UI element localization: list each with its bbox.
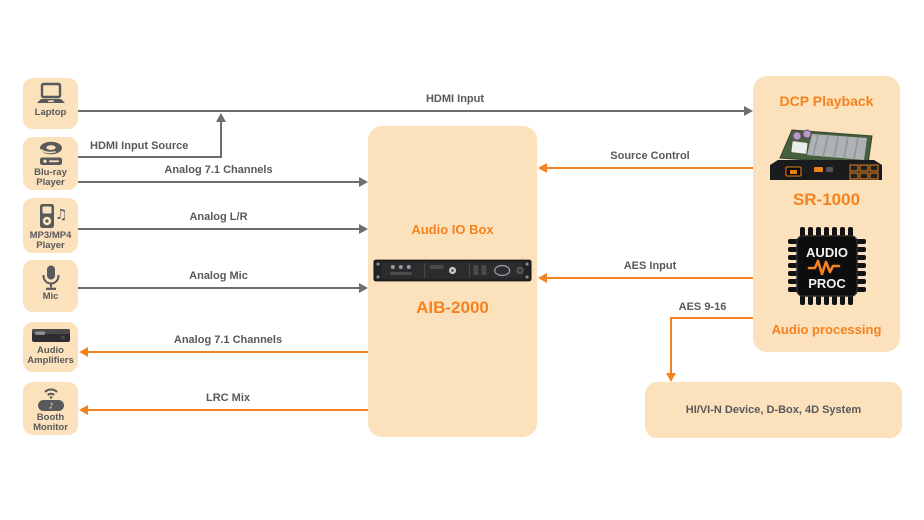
arrow-right-icon bbox=[359, 283, 368, 293]
aes-9-16-label: AES 9-16 bbox=[678, 301, 727, 313]
aes-9-16-line bbox=[670, 317, 753, 319]
arrow-right-icon bbox=[744, 106, 753, 116]
hi-vi-n-device-label: HI/VI-N Device, D-Box, 4D System bbox=[685, 404, 862, 416]
device-label: Booth Monitor bbox=[33, 412, 68, 433]
svg-text:♪: ♪ bbox=[48, 402, 53, 411]
audio-processor-chip-icon: AUDIO PROC bbox=[788, 227, 866, 305]
sr-1000-model: SR-1000 bbox=[792, 190, 861, 209]
analog-mic-label: Analog Mic bbox=[189, 270, 248, 282]
source-control-label: Source Control bbox=[610, 150, 690, 162]
analog-lr-line bbox=[78, 228, 359, 230]
device-laptop: Laptop bbox=[23, 78, 78, 129]
hi-vi-n-device-box: HI/VI-N Device, D-Box, 4D System bbox=[645, 382, 902, 438]
sr-1000-board-image bbox=[770, 129, 882, 180]
device-label: Audio Amplifiers bbox=[27, 345, 74, 366]
audio-io-box: Audio IO Box AIB-2000 bbox=[368, 126, 537, 437]
arrow-left-icon bbox=[79, 347, 88, 357]
device-label: Mic bbox=[42, 291, 59, 302]
aes-9-16-line-vertical bbox=[670, 317, 672, 373]
aes-input-label: AES Input bbox=[623, 260, 677, 272]
analog-71-out-label: Analog 7.1 Channels bbox=[173, 334, 283, 346]
hdmi-input-source-line-vertical bbox=[220, 122, 222, 158]
hdmi-input-source-line bbox=[78, 156, 222, 158]
speaker-wifi-icon: ♪ bbox=[37, 388, 64, 411]
bluray-disc-icon bbox=[39, 141, 62, 165]
arrow-left-icon bbox=[79, 405, 88, 415]
analog-71-out-line bbox=[88, 351, 368, 353]
device-label: Laptop bbox=[34, 107, 67, 118]
arrow-up-icon bbox=[216, 113, 226, 122]
device-label: Blu-ray Player bbox=[34, 167, 67, 188]
arrow-left-icon bbox=[538, 273, 547, 283]
dcp-playback-box: DCP Playback SR-1000 bbox=[753, 76, 900, 352]
amplifier-icon bbox=[31, 329, 70, 342]
hdmi-input-line bbox=[78, 110, 744, 112]
arrow-right-icon bbox=[359, 177, 368, 187]
device-mp3-player: ♫ MP3/MP4 Player bbox=[23, 198, 78, 253]
analog-lr-label: Analog L/R bbox=[189, 211, 248, 223]
audio-io-box-model: AIB-2000 bbox=[416, 298, 489, 317]
analog-71-in-line bbox=[78, 181, 359, 183]
source-control-line bbox=[547, 167, 753, 169]
device-bluray-player: Blu-ray Player bbox=[23, 137, 78, 190]
analog-71-in-label: Analog 7.1 Channels bbox=[164, 164, 273, 176]
device-booth-monitor: ♪ Booth Monitor bbox=[23, 382, 78, 435]
hdmi-input-label: HDMI Input bbox=[425, 93, 485, 105]
dcp-playback-title: DCP Playback bbox=[779, 93, 874, 109]
microphone-icon bbox=[42, 265, 59, 290]
lrc-mix-line bbox=[88, 409, 368, 411]
aib-2000-rack-image bbox=[373, 259, 532, 282]
chip-label-audio: AUDIO bbox=[806, 245, 848, 260]
aes-input-line bbox=[547, 277, 753, 279]
device-label: MP3/MP4 Player bbox=[29, 230, 72, 251]
audio-io-box-title: Audio IO Box bbox=[411, 222, 494, 237]
audio-processing-caption: Audio processing bbox=[771, 322, 882, 337]
device-audio-amplifiers: Audio Amplifiers bbox=[23, 322, 78, 372]
device-mic: Mic bbox=[23, 260, 78, 312]
lrc-mix-label: LRC Mix bbox=[206, 392, 250, 404]
chip-label-proc: PROC bbox=[808, 276, 846, 291]
media-player-icon: ♫ bbox=[39, 204, 68, 228]
arrow-right-icon bbox=[359, 224, 368, 234]
laptop-icon bbox=[36, 82, 65, 103]
arrow-down-icon bbox=[666, 373, 676, 382]
analog-mic-line bbox=[78, 287, 359, 289]
hdmi-input-source-label: HDMI Input Source bbox=[90, 140, 189, 152]
svg-text:♫: ♫ bbox=[55, 207, 68, 223]
arrow-left-icon bbox=[538, 163, 547, 173]
